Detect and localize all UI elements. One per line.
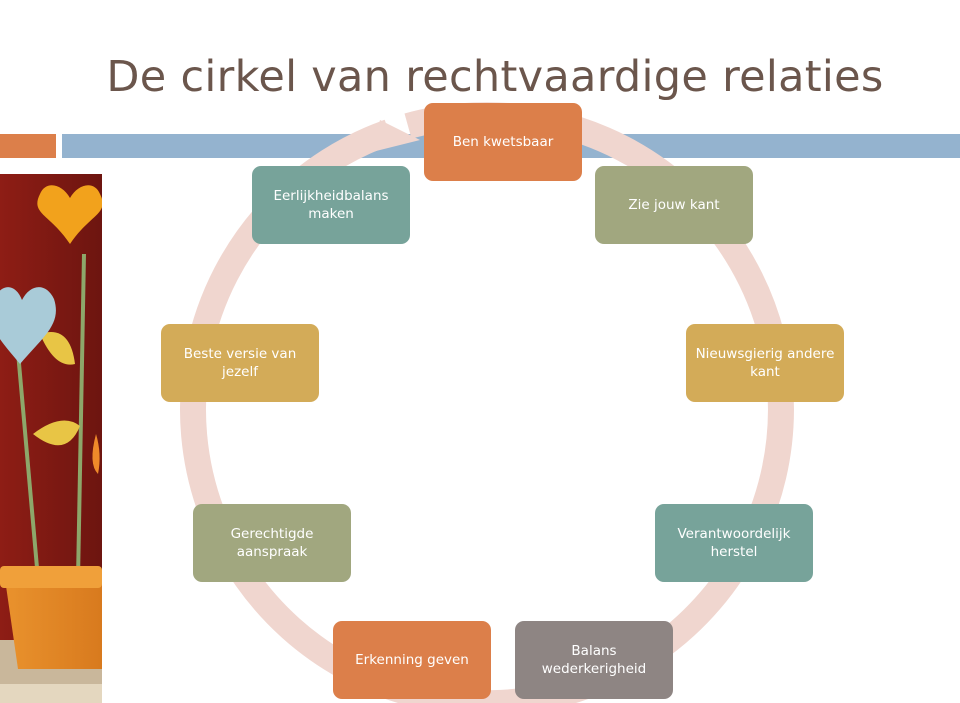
cycle-node-eerlijkheidbalans-maken: Eerlijkheidbalans maken (252, 166, 410, 244)
cycle-node-zie-jouw-kant: Zie jouw kant (595, 166, 753, 244)
cycle-node-ben-kwetsbaar: Ben kwetsbaar (424, 103, 582, 181)
cycle-node-verantwoordelijk-herstel: Verantwoordelijk herstel (655, 504, 813, 582)
cycle-arrowhead (372, 120, 420, 152)
cycle-node-beste-versie-van-jezelf: Beste versie van jezelf (161, 324, 319, 402)
cycle-node-erkenning-geven: Erkenning geven (333, 621, 491, 699)
slide-title: De cirkel van rechtvaardige relaties (106, 52, 884, 102)
accent-bar (0, 134, 56, 158)
cycle-node-nieuwsgierig-andere-kant: Nieuwsgierig andere kant (686, 324, 844, 402)
photo-illustration (0, 174, 102, 703)
cycle-node-balans-wederkerigheid: Balans wederkerigheid (515, 621, 673, 699)
cycle-node-gerechtigde-aanspraak: Gerechtigde aanspraak (193, 504, 351, 582)
heart-flowers-photo (0, 174, 102, 703)
